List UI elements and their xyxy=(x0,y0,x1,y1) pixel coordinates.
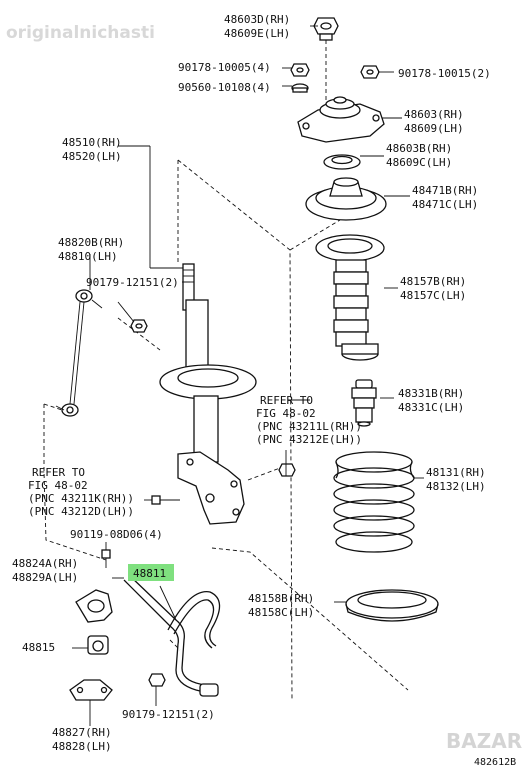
leader-lines xyxy=(72,25,424,726)
label-refer-right-3: (PNC 43211L(RH)) xyxy=(256,420,362,433)
strut-support-mount-48603 xyxy=(297,96,385,143)
highlight-48811 xyxy=(128,564,174,581)
label-48824a: 48824A(RH) xyxy=(12,557,78,570)
upper-spring-seat-48471b xyxy=(305,177,387,221)
label-90560-10108: 90560-10108(4) xyxy=(178,81,271,94)
washer-90560-10108 xyxy=(291,83,309,93)
top-nut-48603d xyxy=(313,17,339,100)
assembly-dashed-outline xyxy=(43,159,409,701)
label-48520: 48520(LH) xyxy=(62,150,122,163)
knuckle-nut-refer-right xyxy=(278,463,296,477)
label-48828: 48828(LH) xyxy=(52,740,112,753)
label-48603b: 48603B(RH) xyxy=(386,142,452,155)
label-48609c: 48609C(LH) xyxy=(386,156,452,169)
label-refer-right-1: REFER TO xyxy=(260,394,313,407)
label-90179-top: 90179-12151(2) xyxy=(86,276,179,289)
label-48131: 48131(RH) xyxy=(426,466,486,479)
label-48471b: 48471B(RH) xyxy=(412,184,478,197)
label-refer-left-3: (PNC 43211K(RH)) xyxy=(28,492,134,505)
bushing-48815 xyxy=(87,635,109,655)
label-refer-right-4: (PNC 43212E(LH)) xyxy=(256,433,362,446)
stabilizer-link-48820b xyxy=(55,289,103,417)
watermark-text: originalnichasti xyxy=(6,23,155,43)
label-48820b: 48820B(RH) xyxy=(58,236,124,249)
label-48157c: 48157C(LH) xyxy=(400,289,466,302)
label-refer-left-2: FIG 48-02 xyxy=(28,479,88,492)
label-48158b: 48158B(RH) xyxy=(248,592,314,605)
label-48331b: 48331B(RH) xyxy=(398,387,464,400)
bump-stopper-48331b xyxy=(351,379,377,427)
label-48609: 48609(LH) xyxy=(404,122,464,135)
lower-spring-insulator-48158b xyxy=(345,589,439,622)
coil-spring-48131 xyxy=(333,451,415,553)
bracket-48824a xyxy=(75,589,113,623)
label-48827: 48827(RH) xyxy=(52,726,112,739)
label-48810: 48810(LH) xyxy=(58,250,118,263)
bracket-48827 xyxy=(69,679,113,701)
brand-logo-text: BAZAR xyxy=(446,729,522,753)
label-48829a: 48829A(LH) xyxy=(12,571,78,584)
label-48158c: 48158C(LH) xyxy=(248,606,314,619)
nut-90178-10015 xyxy=(360,65,380,79)
knuckle-bolt xyxy=(151,495,180,505)
label-48510: 48510(RH) xyxy=(62,136,122,149)
figure-id: 482612B xyxy=(474,757,516,768)
label-48471c: 48471C(LH) xyxy=(412,198,478,211)
label-refer-left-1: REFER TO xyxy=(32,466,85,479)
shock-absorber-48510 xyxy=(159,263,257,525)
label-48609e: 48609E(LH) xyxy=(224,27,290,40)
nut-90179-12151-top xyxy=(130,319,148,333)
label-refer-left-4: (PNC 43212D(LH)) xyxy=(28,505,134,518)
bellows-bump-stop-48157b xyxy=(315,234,385,361)
label-90178-10015: 90178-10015(2) xyxy=(398,67,491,80)
label-48815: 48815 xyxy=(22,641,55,654)
label-90179-bottom: 90179-12151(2) xyxy=(122,708,215,721)
part-labels: 48603D(RH) 48609E(LH) 90178-10005(4) 905… xyxy=(12,13,491,753)
stabilizer-bar-48811 xyxy=(123,575,221,697)
label-refer-right-2: FIG 48-02 xyxy=(256,407,316,420)
nut-90179-12151-bottom xyxy=(148,673,166,687)
label-90119: 90119-08D06(4) xyxy=(70,528,163,541)
label-48811: 48811 xyxy=(133,567,166,580)
label-48603: 48603(RH) xyxy=(404,108,464,121)
label-48331c: 48331C(LH) xyxy=(398,401,464,414)
bearing-48603b xyxy=(323,154,361,170)
label-48603d: 48603D(RH) xyxy=(224,13,290,26)
label-48157b: 48157B(RH) xyxy=(400,275,466,288)
label-48132: 48132(LH) xyxy=(426,480,486,493)
label-90178-10005: 90178-10005(4) xyxy=(178,61,271,74)
nut-90178-10005 xyxy=(290,63,310,77)
